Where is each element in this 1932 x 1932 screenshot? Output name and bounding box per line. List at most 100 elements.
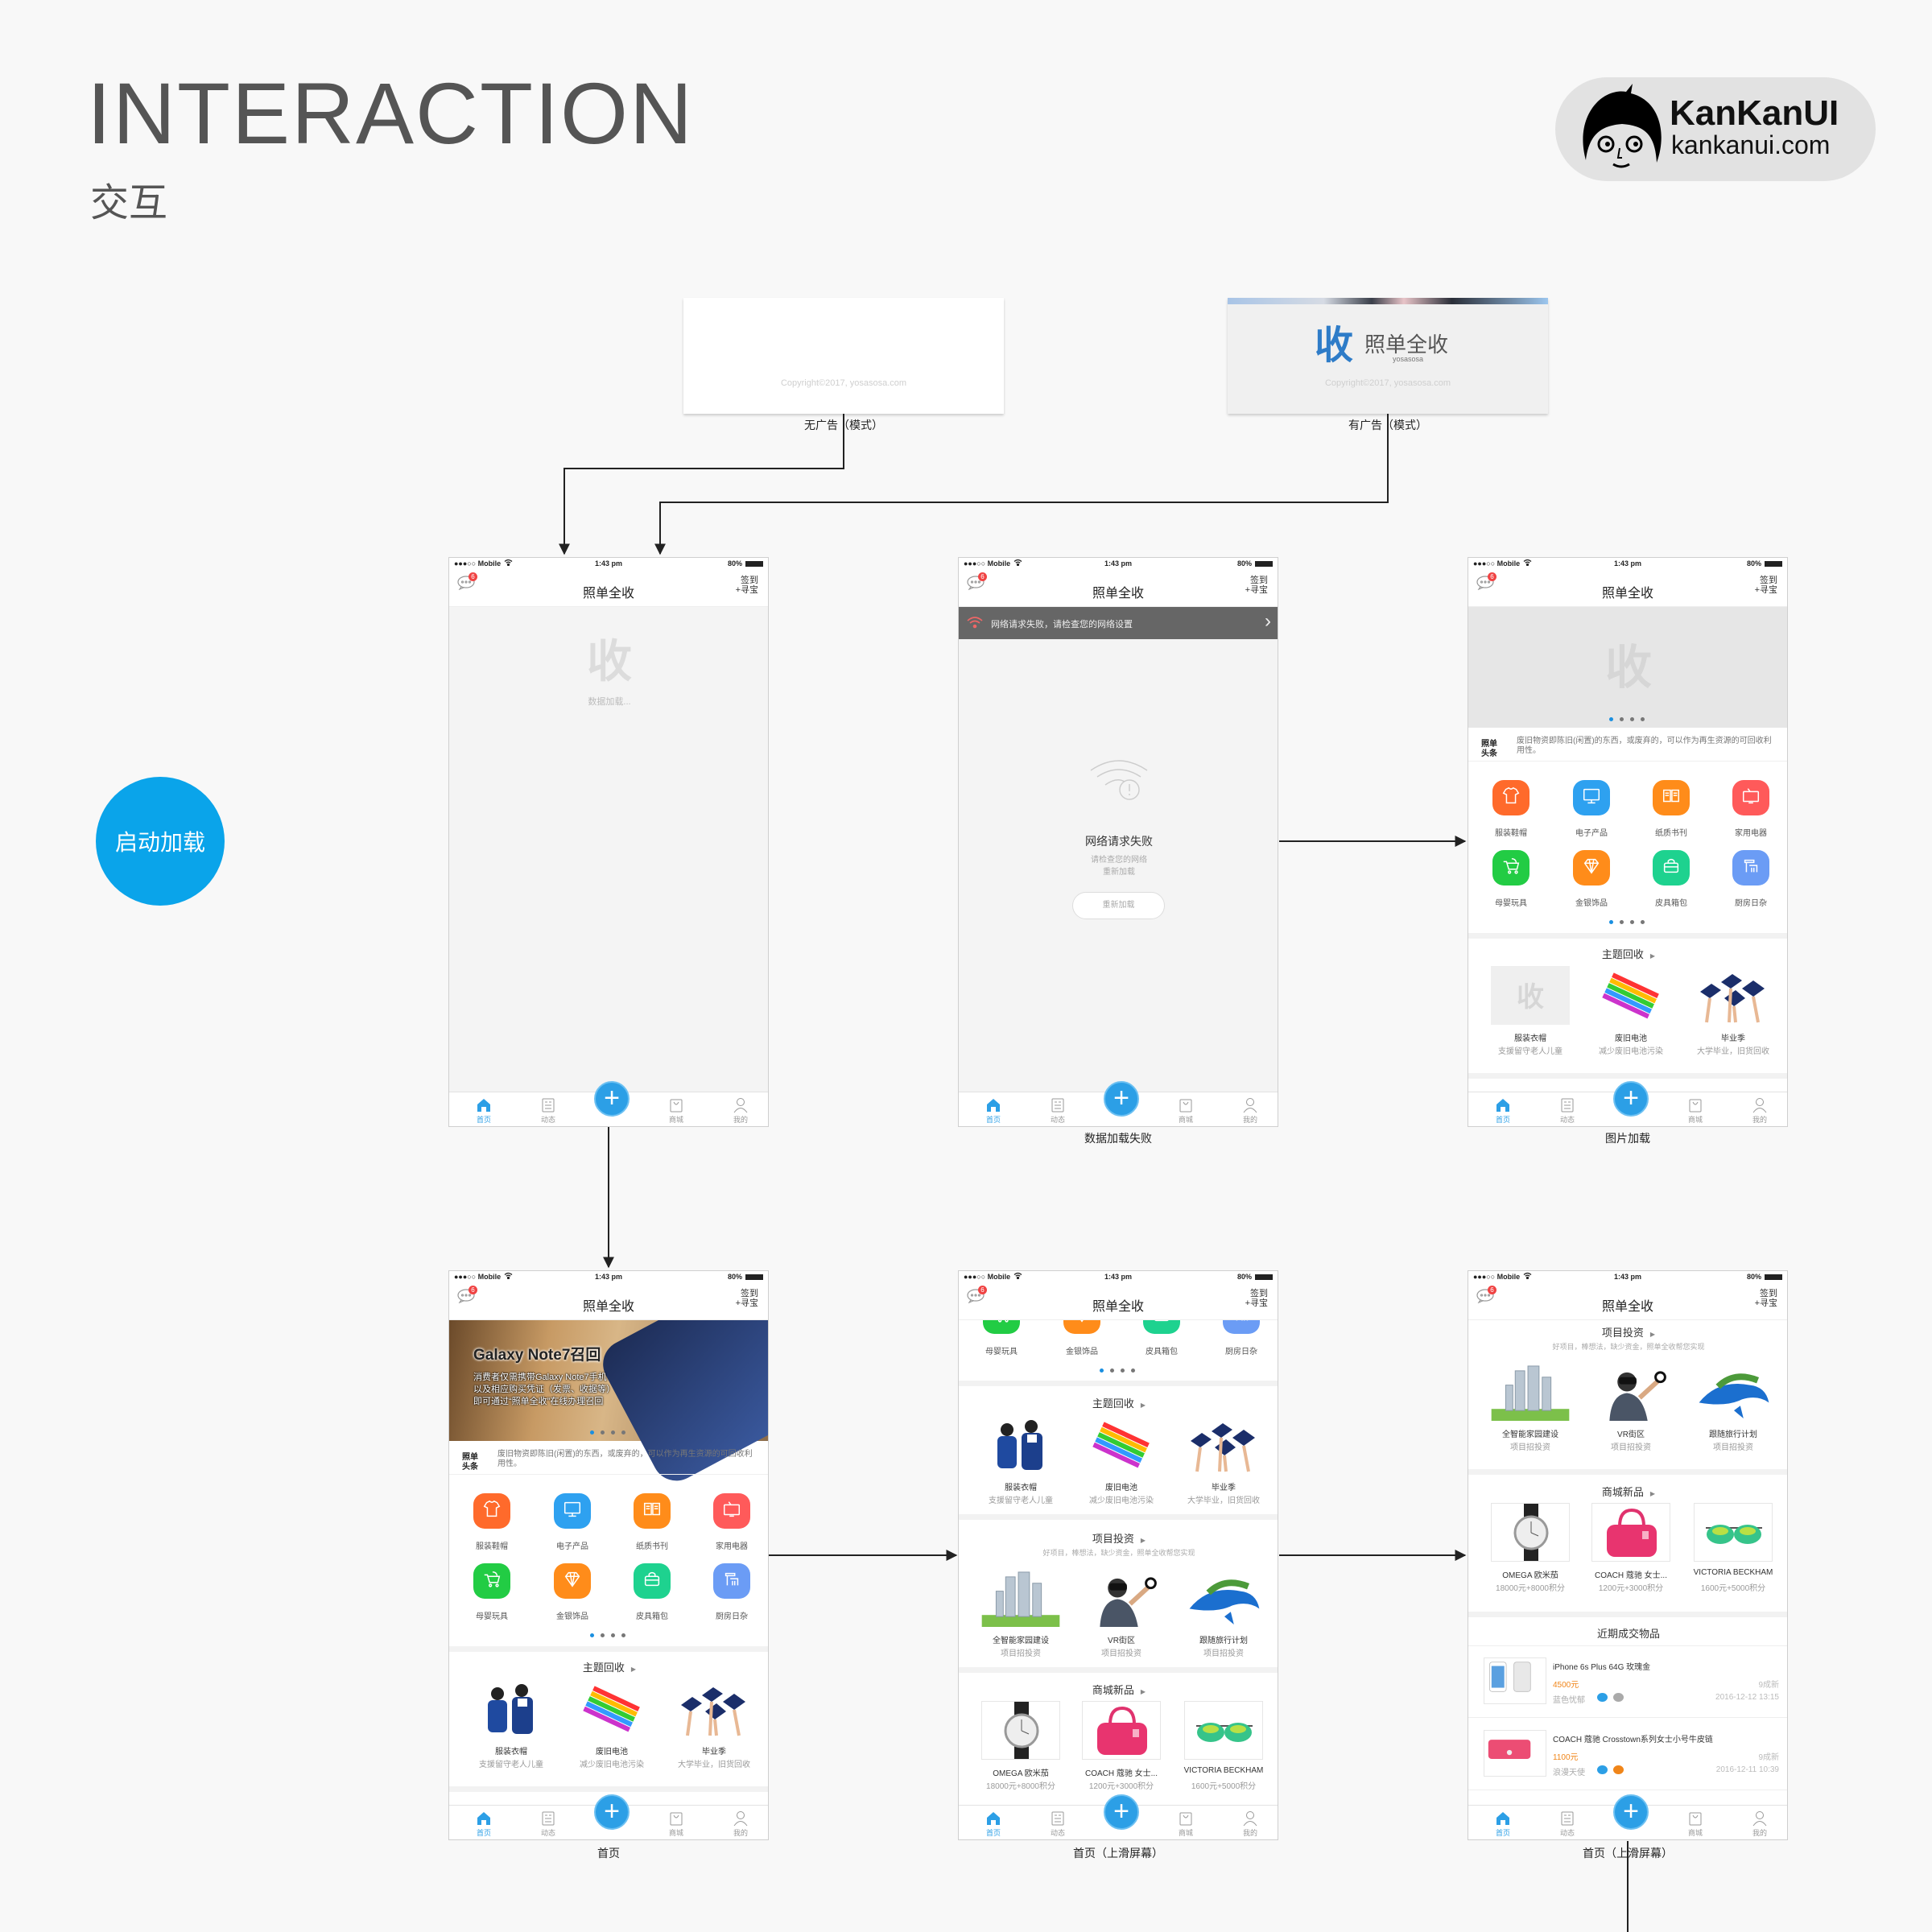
theme-item-name[interactable]: 废旧电池	[596, 1748, 628, 1757]
publish-plus-button[interactable]: +	[594, 1081, 630, 1117]
publish-plus-button[interactable]: +	[1613, 1081, 1649, 1117]
scroll-content[interactable]: 收照单头条废旧物资即陈旧(闲置)的东西，或废弃的，可以作为再生资源的可回收利用性…	[1468, 607, 1787, 1092]
invest-item-name[interactable]: 跟随旅行计划	[1199, 1637, 1248, 1645]
theme-item-name[interactable]: 毕业季	[1212, 1484, 1236, 1492]
category-tv-button[interactable]	[713, 1493, 750, 1529]
section-title[interactable]: 项目投资▶	[1468, 1324, 1787, 1340]
theme-item-name[interactable]: 废旧电池	[1615, 1034, 1647, 1043]
category-faucet-button[interactable]	[1732, 850, 1769, 886]
tab-mine[interactable]: 我的	[716, 1810, 765, 1838]
mall-item-name[interactable]: OMEGA 欧米茄	[1502, 1571, 1558, 1580]
publish-plus-button[interactable]: +	[1613, 1794, 1649, 1830]
category-monitor-button[interactable]	[1573, 780, 1610, 815]
tab-mine[interactable]: 我的	[1736, 1810, 1784, 1838]
tab-mine[interactable]: 我的	[1226, 1810, 1274, 1838]
tab-shop[interactable]: 商城	[1162, 1096, 1210, 1125]
theme-item-name[interactable]: 服装衣帽	[495, 1748, 527, 1757]
tab-home[interactable]: 首页	[969, 1810, 1018, 1838]
scroll-content[interactable]: 收数据加载...	[449, 607, 768, 1092]
messages-button[interactable]	[967, 576, 988, 592]
category-stroller-button[interactable]	[983, 1320, 1020, 1334]
invest-item-name[interactable]: 跟随旅行计划	[1709, 1430, 1757, 1439]
publish-plus-button[interactable]: +	[594, 1794, 630, 1830]
section-title[interactable]: 项目投资▶	[959, 1530, 1278, 1546]
messages-button[interactable]	[457, 1289, 478, 1305]
theme-item-name[interactable]: 废旧电池	[1105, 1484, 1137, 1492]
tab-home[interactable]: 首页	[1479, 1096, 1527, 1125]
theme-item-name[interactable]: 毕业季	[1721, 1034, 1745, 1043]
mall-item-name[interactable]: COACH 蔻驰 女士...	[1084, 1769, 1158, 1778]
tab-shop[interactable]: 商城	[1671, 1810, 1719, 1838]
publish-plus-button[interactable]: +	[1104, 1081, 1139, 1117]
checkin-treasure-button[interactable]: 签到+寻宝	[1245, 1289, 1268, 1308]
category-stroller-button[interactable]	[473, 1563, 510, 1599]
category-shirt-button[interactable]	[1492, 780, 1530, 815]
tab-shop[interactable]: 商城	[1671, 1096, 1719, 1125]
tab-news[interactable]: 动态	[1543, 1096, 1591, 1125]
category-faucet-button[interactable]	[1223, 1320, 1260, 1334]
messages-button[interactable]	[1476, 1289, 1497, 1305]
tab-mine[interactable]: 我的	[1226, 1096, 1274, 1125]
section-title[interactable]: 商城新品▶	[1468, 1484, 1787, 1499]
category-diamond-button[interactable]	[1573, 850, 1610, 886]
section-title[interactable]: 主题回收▶	[449, 1659, 768, 1674]
checkin-treasure-button[interactable]: 签到+寻宝	[1755, 1289, 1777, 1308]
tab-mine[interactable]: 我的	[1736, 1096, 1784, 1125]
mall-item-name[interactable]: COACH 蔻驰 女士...	[1594, 1571, 1667, 1580]
scroll-content[interactable]: 网络请求失败，请检查您的网络设置›网络请求失败请检查您的网络重新加载重新加载	[959, 607, 1278, 1092]
messages-button[interactable]	[457, 576, 478, 592]
checkin-treasure-button[interactable]: 签到+寻宝	[1755, 576, 1777, 595]
headline-text[interactable]: 废旧物资即陈旧(闲置)的东西，或废弃的，可以作为再生资源的可回收利用性。	[1517, 737, 1772, 755]
checkin-treasure-button[interactable]: 签到+寻宝	[736, 1289, 758, 1308]
mall-item-name[interactable]: OMEGA 欧米茄	[993, 1769, 1049, 1778]
tab-home[interactable]: 首页	[460, 1810, 508, 1838]
tab-news[interactable]: 动态	[1034, 1810, 1082, 1838]
scroll-content[interactable]: 服装鞋帽电子产品纸质书刊家用电器母婴玩具金银饰品皮具箱包厨房日杂主题回收▶服装衣…	[959, 1320, 1278, 1805]
category-stroller-button[interactable]	[1492, 850, 1530, 886]
publish-plus-button[interactable]: +	[1104, 1794, 1139, 1830]
section-title[interactable]: 主题回收▶	[959, 1395, 1278, 1410]
invest-item-name[interactable]: VR街区	[1617, 1430, 1645, 1439]
tab-home[interactable]: 首页	[1479, 1810, 1527, 1838]
network-error-bar[interactable]: 网络请求失败，请检查您的网络设置›	[959, 607, 1278, 639]
invest-item-name[interactable]: VR街区	[1108, 1637, 1135, 1645]
section-title[interactable]: 近期成交物品	[1468, 1625, 1787, 1641]
invest-item-name[interactable]: 全智能家园建设	[1502, 1430, 1558, 1439]
category-diamond-button[interactable]	[1063, 1320, 1100, 1334]
category-tv-button[interactable]	[1732, 780, 1769, 815]
category-bag-button[interactable]	[634, 1563, 671, 1599]
tab-shop[interactable]: 商城	[1162, 1810, 1210, 1838]
mall-item-name[interactable]: VICTORIA BECKHAM	[1183, 1766, 1264, 1775]
tab-news[interactable]: 动态	[1543, 1810, 1591, 1838]
theme-item-name[interactable]: 毕业季	[702, 1748, 726, 1757]
tab-shop[interactable]: 商城	[652, 1810, 700, 1838]
mall-item-name[interactable]: VICTORIA BECKHAM	[1693, 1568, 1773, 1577]
section-title[interactable]: 主题回收▶	[1468, 946, 1787, 961]
category-bag-button[interactable]	[1653, 850, 1690, 886]
tab-news[interactable]: 动态	[1034, 1096, 1082, 1125]
category-bag-button[interactable]	[1143, 1320, 1180, 1334]
tab-home[interactable]: 首页	[969, 1096, 1018, 1125]
tab-news[interactable]: 动态	[524, 1810, 572, 1838]
category-monitor-button[interactable]	[554, 1493, 591, 1529]
reload-button[interactable]: 重新加载	[1072, 892, 1165, 919]
messages-button[interactable]	[967, 1289, 988, 1305]
category-faucet-button[interactable]	[713, 1563, 750, 1599]
theme-item-name[interactable]: 服装衣帽	[1005, 1484, 1037, 1492]
category-shirt-button[interactable]	[473, 1493, 510, 1529]
banner-carousel[interactable]: Galaxy Note7召回消费者仅需携带Galaxy Note7手机以及相应购…	[449, 1320, 768, 1489]
headline-text[interactable]: 废旧物资即陈旧(闲置)的东西，或废弃的，可以作为再生资源的可回收利用性。	[497, 1450, 753, 1468]
section-title[interactable]: 商城新品▶	[959, 1682, 1278, 1697]
category-book-button[interactable]	[1653, 780, 1690, 815]
tab-home[interactable]: 首页	[460, 1096, 508, 1125]
category-book-button[interactable]	[634, 1493, 671, 1529]
theme-item-name[interactable]: 服装衣帽	[1514, 1034, 1546, 1043]
tab-shop[interactable]: 商城	[652, 1096, 700, 1125]
category-diamond-button[interactable]	[554, 1563, 591, 1599]
tab-mine[interactable]: 我的	[716, 1096, 765, 1125]
checkin-treasure-button[interactable]: 签到+寻宝	[736, 576, 758, 595]
scroll-content[interactable]: Galaxy Note7召回消费者仅需携带Galaxy Note7手机以及相应购…	[449, 1320, 768, 1805]
